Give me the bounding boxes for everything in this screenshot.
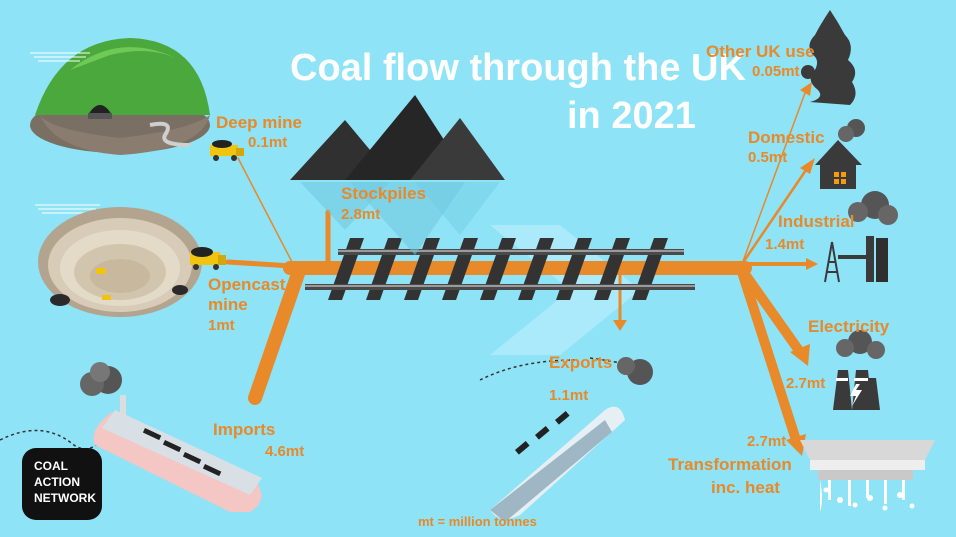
uk-map-icon xyxy=(801,10,856,105)
coal-action-network-logo: COAL ACTION NETWORK xyxy=(22,448,102,520)
imports-flow-line xyxy=(248,261,307,405)
coke-oven-icon xyxy=(800,440,935,512)
deep-mine-flow-line xyxy=(237,157,293,263)
electricity-flow-line xyxy=(737,265,805,357)
domestic-value: 0.5mt xyxy=(748,149,787,166)
title-line-2: in 2021 xyxy=(567,95,696,137)
electricity-arrowhead xyxy=(790,344,810,366)
factory-icon xyxy=(824,191,898,283)
exports-label: Exports xyxy=(549,353,612,372)
grass-tufts xyxy=(30,52,100,214)
transformation-label: Transformation xyxy=(668,455,792,474)
other-uk-use-label: Other UK use xyxy=(706,42,815,61)
railway-track xyxy=(305,238,695,300)
imports-value: 4.6mt xyxy=(265,443,304,460)
opencast-mine-icon xyxy=(38,207,226,317)
domestic-flow-line xyxy=(740,168,808,266)
export-ship-icon xyxy=(479,357,653,522)
imports-label: Imports xyxy=(213,420,275,439)
other-uk-use-value: 0.05mt xyxy=(752,63,800,80)
truck-icon xyxy=(190,247,226,270)
power-station-icon xyxy=(833,330,885,410)
deep-mine-icon xyxy=(30,38,244,161)
transformation-arrowhead xyxy=(786,434,806,456)
opencast-label-2: mine xyxy=(208,295,248,314)
coal-stockpile-icon xyxy=(290,95,505,255)
logo-line-1: COAL xyxy=(34,459,68,473)
stockpiles-label: Stockpiles xyxy=(341,184,426,203)
flow-arrowheads xyxy=(613,82,818,456)
opencast-value: 1mt xyxy=(208,317,235,334)
industrial-arrowhead xyxy=(806,258,818,270)
truck-icon xyxy=(210,140,244,161)
title-line-1: Coal flow through the UK xyxy=(290,47,747,89)
flow-lines xyxy=(225,92,810,445)
industrial-label: Industrial xyxy=(778,212,855,231)
industrial-value: 1.4mt xyxy=(765,236,804,253)
footnote: mt = million tonnes xyxy=(418,514,537,529)
house-icon xyxy=(815,119,865,189)
transformation-value: 2.7mt xyxy=(747,433,786,450)
logo-line-3: NETWORK xyxy=(34,491,96,505)
opencast-label: Opencast xyxy=(208,275,286,294)
import-ship-icon xyxy=(0,362,262,512)
deep-mine-value: 0.1mt xyxy=(248,134,287,151)
electricity-label: Electricity xyxy=(808,317,890,336)
logo-line-2: ACTION xyxy=(34,475,80,489)
stockpiles-value: 2.8mt xyxy=(341,206,380,223)
domestic-label: Domestic xyxy=(748,128,825,147)
other-uk-arrowhead xyxy=(800,82,812,96)
transformation-flow-line xyxy=(737,267,801,445)
domestic-arrowhead xyxy=(800,158,815,174)
other-uk-flow-line xyxy=(741,92,806,265)
opencast-flow-line xyxy=(225,259,295,269)
transformation-label-2: inc. heat xyxy=(711,478,780,497)
electricity-value: 2.7mt xyxy=(786,375,825,392)
exports-arrowhead xyxy=(613,320,627,331)
exports-value: 1.1mt xyxy=(549,387,588,404)
deep-mine-label: Deep mine xyxy=(216,113,302,132)
